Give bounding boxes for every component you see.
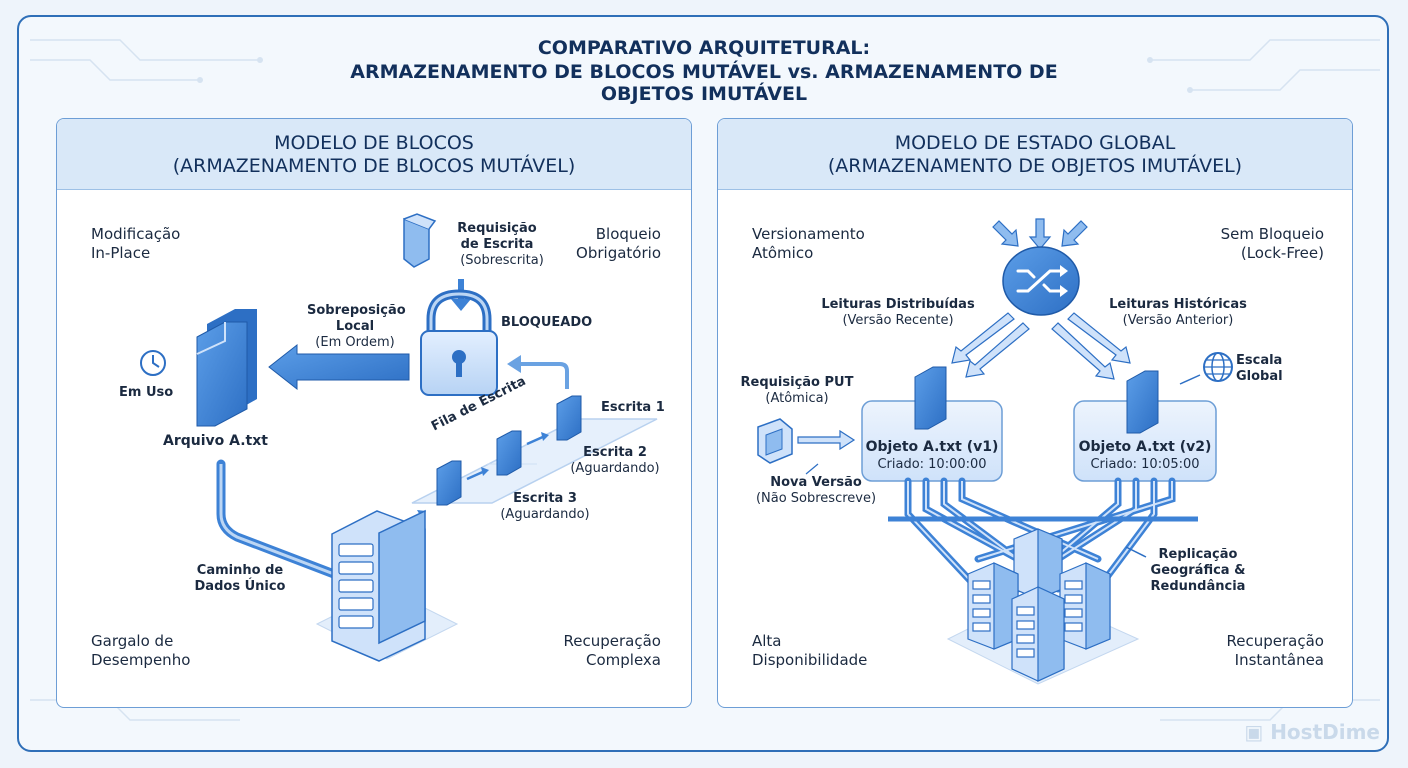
- in-use-label: Em Uso: [119, 385, 174, 400]
- corner-bottleneck-line-2: Desempenho: [91, 651, 191, 669]
- title-line-2: ARMAZENAMENTO DE BLOCOS MUTÁVEL vs. ARMA…: [350, 61, 1058, 83]
- global-scale-line-2: Global: [1236, 369, 1283, 384]
- overwrite-line-2: Local: [335, 319, 375, 334]
- overwrite-line-1: Sobreposição: [307, 303, 406, 318]
- write-queue-platform: [411, 418, 658, 504]
- corner-in-place-line-1: Modificação: [91, 225, 181, 243]
- corner-atomic-versioning-line-2: Atômico: [752, 244, 814, 262]
- left-diagram-graphics: [140, 213, 658, 662]
- brand-name: HostDime: [1270, 720, 1380, 744]
- overwrite-line-3: (Em Ordem): [315, 335, 395, 350]
- distributed-reads-line-1: Leituras Distribuídas: [821, 297, 975, 312]
- corner-bottleneck-line-1: Gargalo de: [91, 632, 174, 650]
- left-panel-header: MODELO DE BLOCOS (ARMAZENAMENTO DE BLOCO…: [57, 119, 691, 190]
- left-header-line-1: MODELO DE BLOCOS: [274, 132, 474, 154]
- object-v1-name: Objeto A.txt (v1): [865, 439, 999, 455]
- title-line-1: COMPARATIVO ARQUITETURAL:: [537, 37, 871, 59]
- historical-reads-line-1: Leituras Históricas: [1109, 297, 1247, 312]
- write-1-label: Escrita 1: [601, 400, 665, 415]
- corner-lock-free-line-1: Sem Bloqueio: [1220, 225, 1324, 243]
- server-icon: [315, 509, 459, 662]
- global-scale-line-1: Escala: [1236, 353, 1283, 368]
- overwrite-arrow: [268, 343, 410, 391]
- put-request-line-2: (Atômica): [765, 391, 829, 406]
- replication-line-2: Geográfica &: [1150, 563, 1246, 578]
- globe-icon: [1203, 352, 1233, 382]
- object-v1-created: Criado: 10:00:00: [877, 457, 987, 472]
- object-v2-created: Criado: 10:05:00: [1090, 457, 1200, 472]
- corner-high-availability-line-2: Disponibilidade: [752, 651, 868, 669]
- write-3-line-2: (Aguardando): [500, 507, 590, 522]
- put-request-line-1: Requisição PUT: [740, 375, 854, 390]
- clock-icon: [140, 350, 166, 376]
- left-panel-block-model: MODELO DE BLOCOS (ARMAZENAMENTO DE BLOCO…: [56, 118, 692, 708]
- object-v2-name: Objeto A.txt (v2): [1078, 439, 1212, 455]
- cube-icon: ▣: [1244, 720, 1264, 744]
- corner-mandatory-lock-line-1: Bloqueio: [595, 225, 661, 243]
- write-3-line-1: Escrita 3: [513, 491, 577, 506]
- corner-in-place-line-2: In-Place: [91, 244, 151, 262]
- shuffle-icon: [1002, 246, 1080, 316]
- corner-instant-recovery-line-2: Instantânea: [1234, 651, 1324, 669]
- write-request-line-2: de Escrita: [460, 237, 534, 252]
- new-version-line-2: (Não Sobrescreve): [755, 491, 877, 506]
- replication-line-1: Replicação: [1158, 547, 1238, 562]
- document-icon: [196, 309, 257, 427]
- corner-instant-recovery-line-1: Recuperação: [1226, 632, 1324, 650]
- right-panel-global-state-model: MODELO DE ESTADO GLOBAL (ARMAZENAMENTO D…: [717, 118, 1353, 708]
- single-path-line-2: Dados Único: [194, 579, 286, 594]
- server-cluster-icon: [967, 528, 1111, 682]
- write-2-line-2: (Aguardando): [570, 461, 660, 476]
- corner-mandatory-lock-line-2: Obrigatório: [576, 244, 661, 262]
- write-request-document-icon: [403, 213, 437, 268]
- corner-complex-recovery-line-1: Recuperação: [563, 632, 661, 650]
- put-request-document-icon: [757, 418, 793, 464]
- replication-line-3: Redundância: [1150, 579, 1246, 594]
- new-version-line-1: Nova Versão: [770, 475, 862, 490]
- single-data-path: [216, 459, 352, 584]
- right-diagram-graphics: [757, 218, 1233, 685]
- right-header-line-2: (ARMAZENAMENTO DE OBJETOS IMUTÁVEL): [827, 155, 1243, 177]
- file-name-label: Arquivo A.txt: [163, 433, 268, 449]
- write-request-line-1: Requisição: [457, 221, 537, 236]
- write-2-line-1: Escrita 2: [583, 445, 647, 460]
- object-document-icon: [914, 366, 1159, 434]
- title-line-3: OBJETOS IMUTÁVEL: [600, 83, 808, 105]
- brand-logo: ▣ HostDime: [1244, 720, 1380, 744]
- lock-icon: [420, 289, 498, 396]
- right-header-line-1: MODELO DE ESTADO GLOBAL: [894, 132, 1176, 154]
- queue-document-icon: [436, 395, 582, 506]
- left-header-line-2: (ARMAZENAMENTO DE BLOCOS MUTÁVEL): [172, 155, 576, 177]
- single-path-line-1: Caminho de: [196, 563, 284, 578]
- corner-high-availability-line-1: Alta: [752, 632, 782, 650]
- historical-reads-line-2: (Versão Anterior): [1122, 313, 1234, 328]
- corner-lock-free-line-2: (Lock-Free): [1240, 244, 1324, 262]
- corner-complex-recovery-line-2: Complexa: [586, 651, 661, 669]
- right-panel-header: MODELO DE ESTADO GLOBAL (ARMAZENAMENTO D…: [718, 119, 1352, 190]
- write-request-line-3: (Sobrescrita): [460, 253, 544, 268]
- corner-atomic-versioning-line-1: Versionamento: [752, 225, 865, 243]
- locked-label: BLOQUEADO: [501, 315, 593, 330]
- distributed-reads-line-2: (Versão Recente): [842, 313, 954, 328]
